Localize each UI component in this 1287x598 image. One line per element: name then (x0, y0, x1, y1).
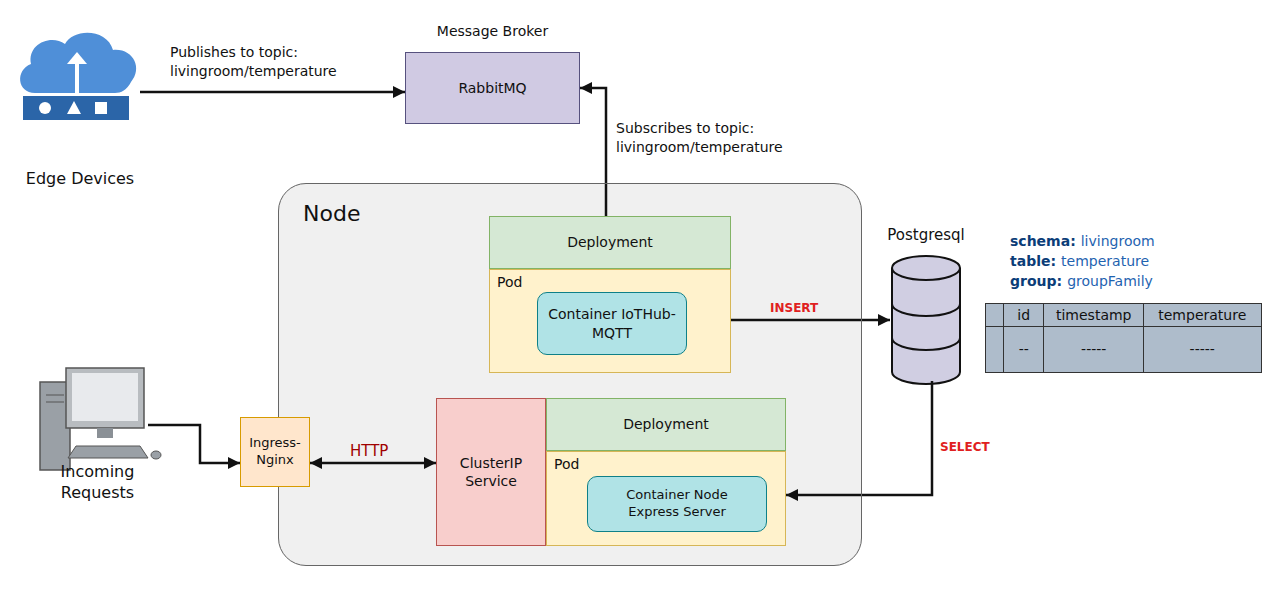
table-text: ----- (1190, 341, 1215, 357)
edge-label: INSERT (770, 301, 818, 315)
schema-value: groupFamily (1067, 273, 1153, 289)
node-label: Node (303, 200, 837, 229)
connector-arrow (731, 319, 890, 322)
table-text: id (1017, 307, 1030, 323)
database: Postgresql (878, 226, 974, 386)
node-label: Incoming Requests (35, 462, 160, 504)
schema-line: table: temperature (1010, 251, 1155, 271)
table-cell: timestamp (1043, 303, 1145, 328)
schema-value: temperature (1061, 253, 1149, 269)
table-text: temperature (1158, 307, 1246, 323)
device-icon: Edge Devices (15, 28, 145, 190)
broker-rect: RabbitMQ (405, 52, 580, 124)
schema-notes: schema: livingroom table: temperature group:… (1010, 231, 1155, 291)
container-box: Container Node Express Server (587, 476, 767, 532)
table-cell: ----- (1043, 326, 1145, 373)
node-label: RabbitMQ (458, 79, 526, 97)
ingress-box: Ingress-Nginx (240, 417, 310, 487)
schema-key: group: (1010, 273, 1062, 289)
edge-label-holder: HTTP (350, 441, 410, 462)
node-label: Message Broker (405, 22, 580, 40)
table-cell: ----- (1143, 326, 1262, 373)
edge-label-holder: SELECT (940, 436, 1020, 456)
connector-arrow (310, 462, 436, 465)
node-label: Container Node Express Server (602, 487, 752, 521)
table-text: -- (1019, 341, 1029, 357)
broker-box: Message BrokerRabbitMQ (405, 22, 580, 124)
db-table: idtimestamptemperature------------ (985, 303, 1260, 371)
deployment-box: Deployment (546, 398, 786, 451)
node-label: Ingress-Nginx (246, 435, 304, 469)
node-label: Deployment (567, 233, 653, 251)
edge-label: Publishes to topic: livingroom/temperatu… (170, 44, 337, 79)
pod-box: PodContainer IoTHub-MQTT (489, 269, 731, 373)
schema-line: group: groupFamily (1010, 271, 1155, 291)
node-label: Container IoTHub-MQTT (547, 305, 677, 341)
client-icon: Incoming Requests (35, 362, 160, 504)
cluster-node: NodeDeploymentPodContainer IoTHub-MQTTCl… (278, 183, 862, 566)
edge-label-holder: INSERT (770, 297, 850, 317)
cloud-router-icon (20, 33, 136, 120)
cylinder-area (890, 254, 962, 386)
table-text: ----- (1081, 341, 1106, 357)
schema-value: livingroom (1081, 233, 1155, 249)
node-label: Pod (497, 273, 723, 291)
connector-arrow (148, 425, 240, 463)
table-cell: -- (1003, 326, 1045, 373)
node-label: Postgresql (878, 226, 974, 246)
node-label: Edge Devices (26, 169, 134, 190)
edge-label: HTTP (350, 442, 388, 460)
icon-area (40, 365, 148, 470)
schema-line: schema: livingroom (1010, 231, 1155, 251)
schema-key: table: (1010, 253, 1056, 269)
node-label: Deployment (623, 415, 709, 433)
schema-key: schema: (1010, 233, 1076, 249)
table-cell: id (1003, 303, 1045, 328)
connector-arrow (140, 91, 405, 94)
connector-arrow (580, 88, 606, 216)
edge-label: SELECT (940, 440, 990, 454)
node-label: ClusterIP Service (446, 454, 536, 490)
deployment-box: Deployment (489, 216, 731, 269)
database-cylinder (892, 256, 960, 384)
table-cell (985, 326, 1005, 373)
table-cell: temperature (1143, 303, 1262, 328)
node-label: Pod (554, 455, 778, 473)
edge-label: Subscribes to topic: livingroom/temperat… (616, 120, 783, 155)
service-box: ClusterIP Service (436, 398, 546, 546)
edge-label-holder: Publishes to topic: livingroom/temperatu… (170, 42, 355, 80)
connector-arrow (786, 381, 932, 495)
computer-icon (40, 368, 161, 470)
table-cell (985, 303, 1005, 328)
icon-area (15, 28, 140, 120)
edge-label-holder: Subscribes to topic: livingroom/temperat… (616, 118, 816, 156)
pod-box: PodContainer Node Express Server (546, 451, 786, 546)
container-box: Container IoTHub-MQTT (537, 292, 687, 355)
node-region-fill (278, 183, 862, 566)
table-text: timestamp (1056, 307, 1132, 323)
